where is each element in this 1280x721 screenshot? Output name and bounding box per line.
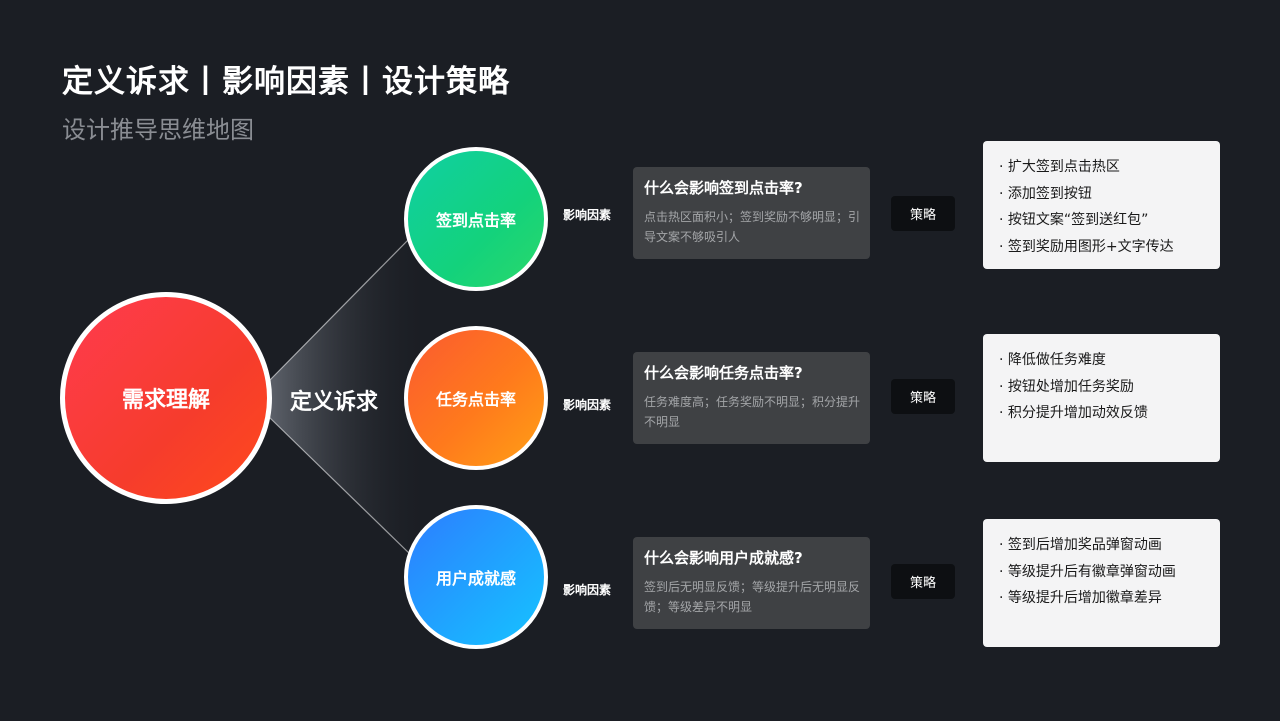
factor-description: 点击热区面积小；签到奖励不够明显；引导文案不够吸引人	[644, 210, 861, 244]
strategy-item: · 等级提升后增加徽章差异	[999, 590, 1162, 606]
strategy-item: · 按钮处增加任务奖励	[999, 378, 1134, 395]
define-label: 定义诉求	[290, 390, 379, 415]
page-title: 定义诉求丨影响因素丨设计策略	[62, 64, 510, 100]
strategy-item: · 签到后增加奖品弹窗动画	[999, 537, 1162, 553]
strategy-list-sign-in: · 扩大签到点击热区 · 添加签到按钮 · 按钮文案“签到送红包” · 签到奖励…	[983, 141, 1220, 269]
factor-box-task: 什么会影响任务点击率? 任务难度高；任务奖励不明显；积分提升不明显	[633, 352, 870, 444]
strategy-list-achievement: · 签到后增加奖品弹窗动画 · 等级提升后有徽章弹窗动画 · 等级提升后增加徽章…	[983, 519, 1220, 647]
strategy-item: · 按钮文案“签到送红包”	[999, 212, 1149, 228]
connector-line-bottom	[267, 415, 413, 557]
strategy-item: · 扩大签到点击热区	[999, 159, 1120, 175]
strategy-item: · 添加签到按钮	[999, 185, 1092, 202]
page-subtitle: 设计推导思维地图	[62, 116, 254, 144]
strategy-list-task: · 降低做任务难度 · 按钮处增加任务奖励 · 积分提升增加动效反馈	[983, 334, 1220, 462]
strategy-tag: 策略	[891, 379, 955, 414]
strategy-item: · 降低做任务难度	[999, 352, 1106, 368]
strategy-item: · 签到奖励用图形+文字传达	[999, 238, 1174, 255]
root-node: 需求理解	[60, 292, 272, 504]
factor-question: 什么会影响签到点击率?	[644, 179, 803, 197]
strategy-tag: 策略	[891, 196, 955, 231]
branch-node-achievement: 用户成就感	[404, 505, 548, 649]
branch-node-task-ctr: 任务点击率	[404, 326, 548, 470]
connector-line-top	[267, 235, 413, 383]
strategy-item: · 积分提升增加动效反馈	[999, 405, 1148, 421]
branch-node-sign-in-ctr: 签到点击率	[404, 147, 548, 291]
strategy-tag: 策略	[891, 564, 955, 599]
factor-description: 签到后无明显反馈；等级提升后无明显反馈；等级差异不明显	[644, 580, 861, 614]
factor-question: 什么会影响任务点击率?	[644, 364, 803, 382]
strategy-item: · 等级提升后有徽章弹窗动画	[999, 563, 1176, 580]
factor-box-sign-in: 什么会影响签到点击率? 点击热区面积小；签到奖励不够明显；引导文案不够吸引人	[633, 167, 870, 259]
factor-description: 任务难度高；任务奖励不明显；积分提升不明显	[644, 395, 861, 429]
factor-label: 影响因素	[563, 583, 612, 597]
connector-fan	[268, 232, 430, 560]
factor-box-achievement: 什么会影响用户成就感? 签到后无明显反馈；等级提升后无明显反馈；等级差异不明显	[633, 537, 870, 629]
factor-question: 什么会影响用户成就感?	[644, 549, 803, 567]
factor-label: 影响因素	[563, 398, 612, 412]
factor-label: 影响因素	[563, 208, 612, 222]
